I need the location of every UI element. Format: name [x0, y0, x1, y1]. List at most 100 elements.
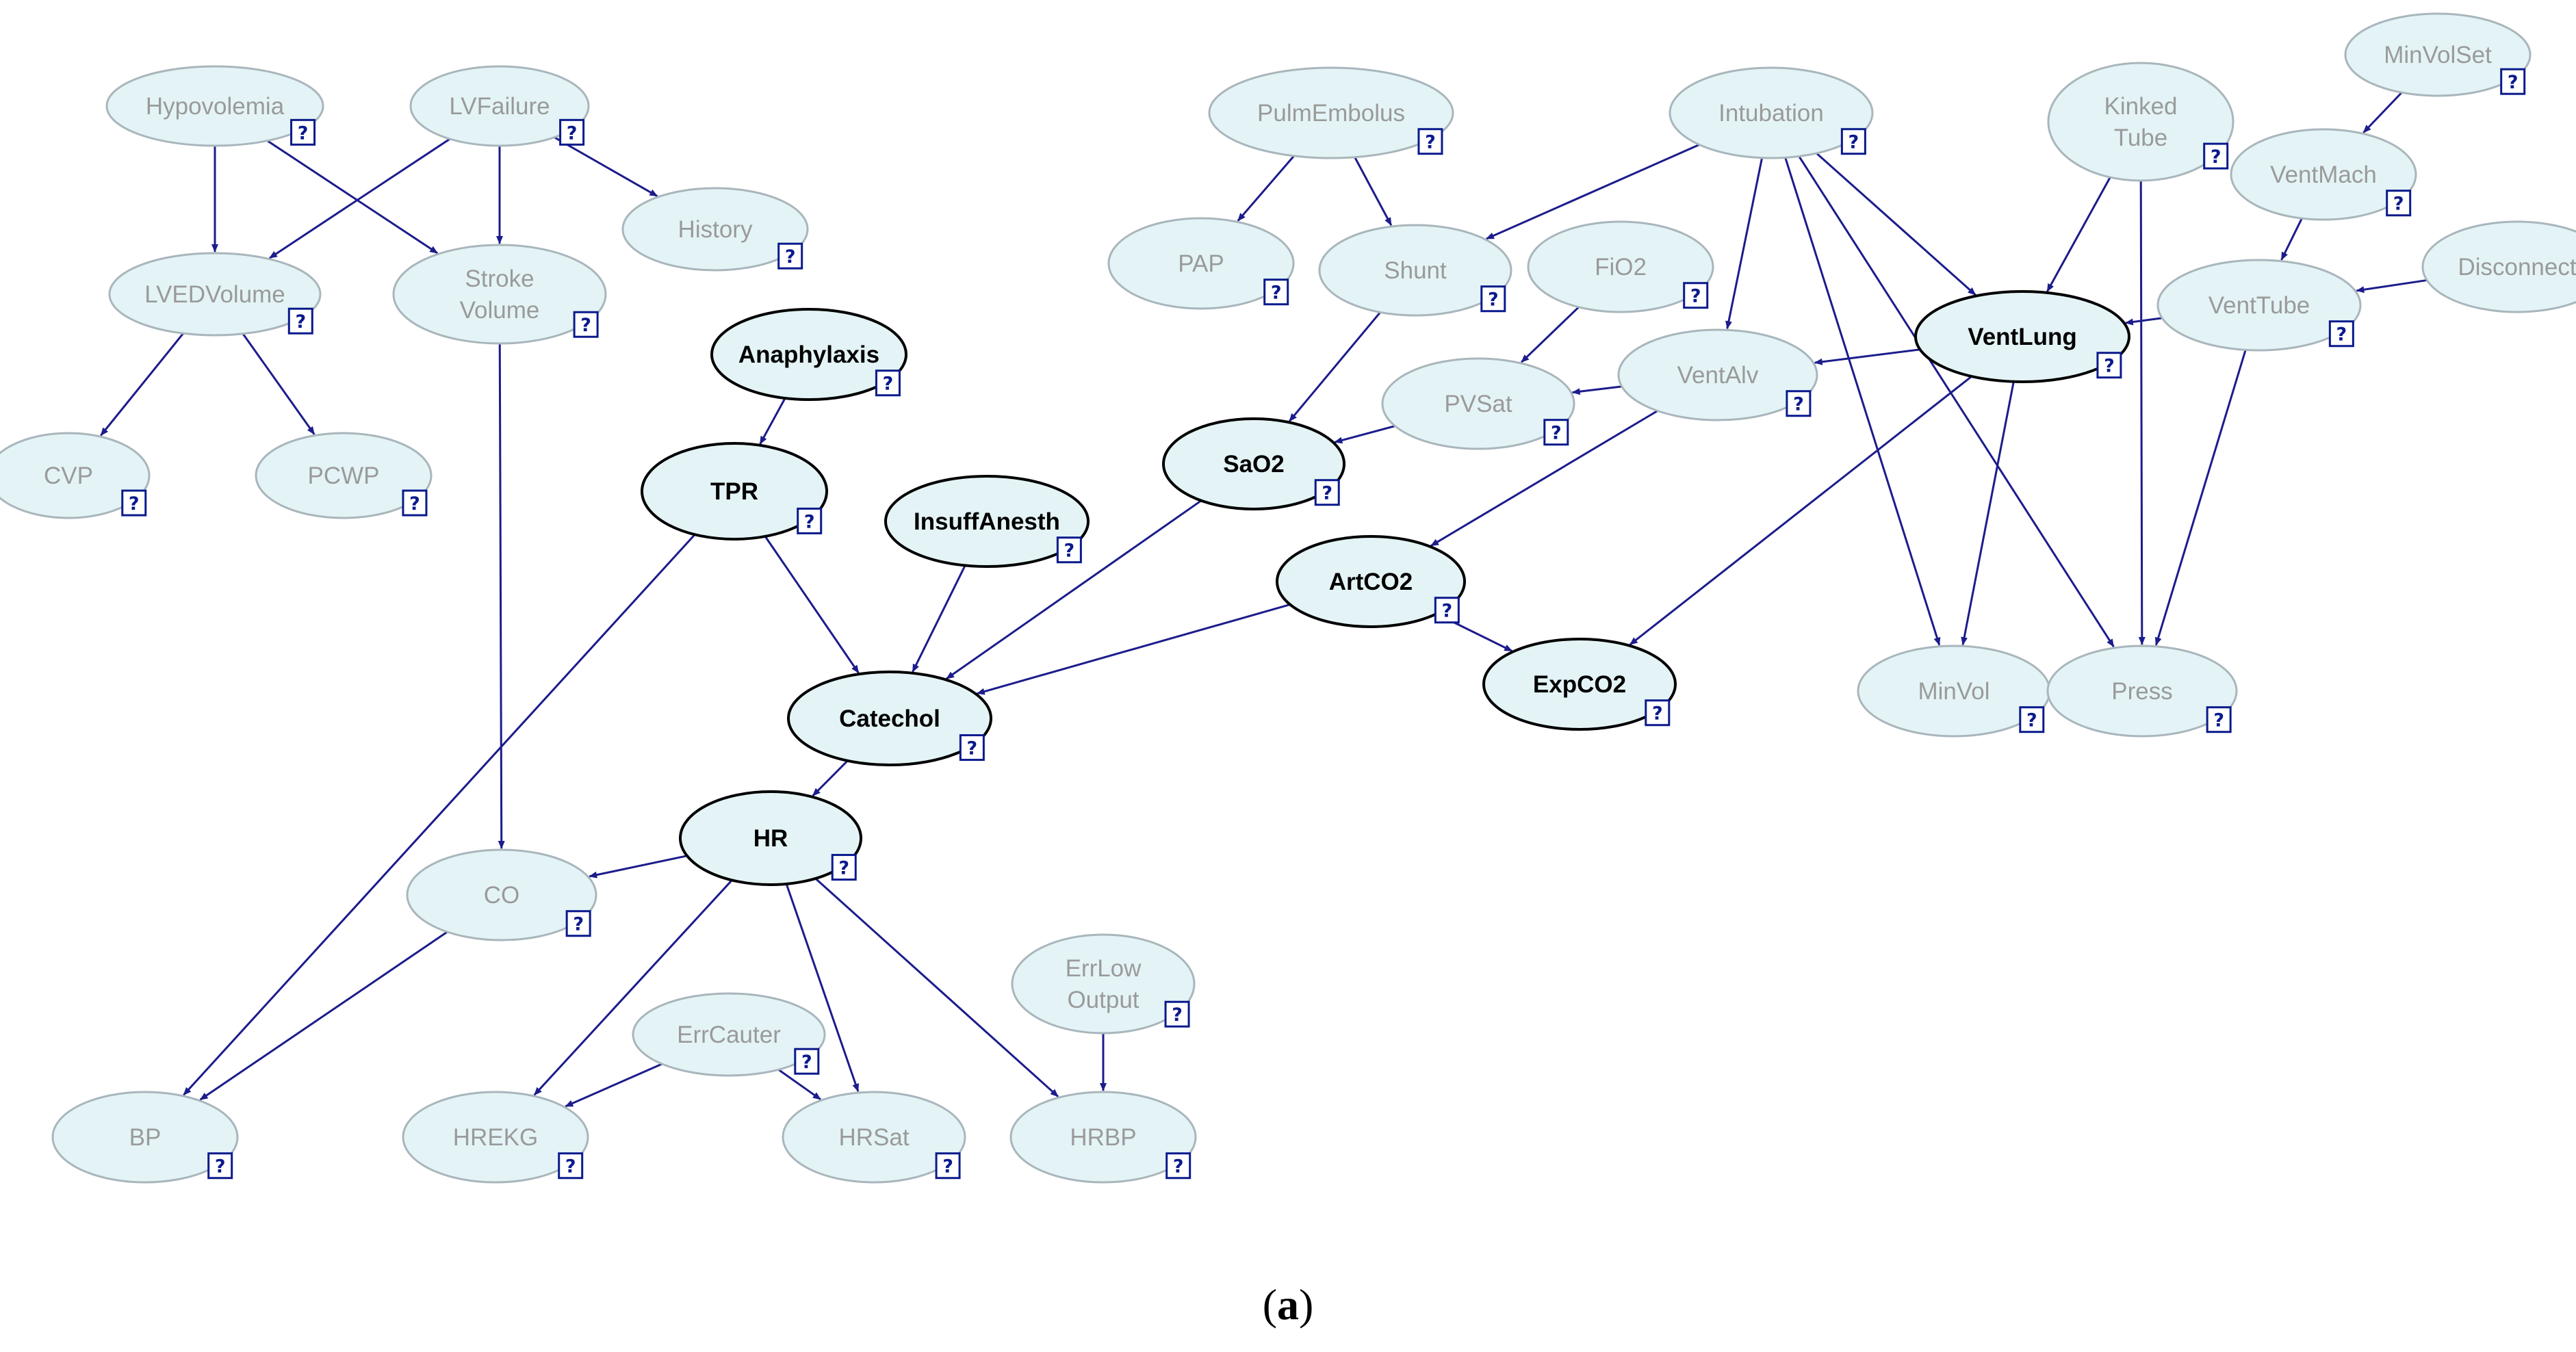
help-icon[interactable]: ? [287, 307, 313, 335]
help-icon-box [402, 489, 428, 517]
node-disconnect[interactable]: Disconnect? [2421, 220, 2576, 313]
help-icon[interactable]: ? [2203, 142, 2229, 170]
help-icon[interactable]: ? [959, 734, 985, 762]
help-icon[interactable]: ? [565, 910, 591, 937]
help-icon[interactable]: ? [2096, 352, 2122, 379]
node-err-cauter[interactable]: ErrCauter? [632, 992, 826, 1077]
help-icon[interactable]: ? [2206, 706, 2232, 733]
edge-intubation-to-min-vol [1784, 157, 1941, 646]
help-icon[interactable]: ? [1480, 285, 1506, 313]
node-sa-o2[interactable]: SaO2? [1162, 417, 1345, 510]
node-vent-lung[interactable]: VentLung? [1914, 290, 2130, 383]
help-icon[interactable]: ? [2019, 706, 2045, 733]
node-co[interactable]: CO? [406, 848, 597, 941]
help-icon[interactable]: ? [1786, 390, 1812, 417]
help-icon-glyph: ? [1425, 132, 1436, 153]
node-cvp[interactable]: CVP? [0, 432, 151, 519]
help-icon-box [1056, 536, 1082, 564]
help-icon[interactable]: ? [935, 1152, 961, 1180]
help-icon[interactable]: ? [1417, 128, 1443, 155]
help-icon-glyph: ? [567, 122, 578, 144]
help-icon[interactable]: ? [2386, 190, 2412, 217]
help-icon-box [1434, 597, 1460, 624]
help-icon[interactable]: ? [121, 489, 147, 517]
node-intubation[interactable]: Intubation? [1669, 66, 1874, 159]
help-icon-glyph: ? [295, 311, 306, 333]
node-bp[interactable]: BP? [51, 1091, 239, 1184]
help-icon[interactable]: ? [1434, 597, 1460, 624]
node-shunt[interactable]: Shunt? [1318, 224, 1512, 317]
node-lv-failure[interactable]: LVFailure? [409, 65, 590, 147]
node-label: PulmEmbolus [1257, 100, 1405, 127]
help-icon-box [558, 1152, 584, 1180]
edge-hr-to-hrbp [814, 877, 1059, 1097]
help-icon-box [797, 507, 823, 534]
edge-sa-o2-to-catechol [946, 499, 1202, 680]
help-icon[interactable]: ? [207, 1152, 233, 1180]
node-pulm-embolus[interactable]: PulmEmbolus? [1208, 66, 1454, 159]
node-min-vol[interactable]: MinVol? [1857, 645, 2051, 738]
help-icon[interactable]: ? [559, 118, 585, 146]
node-insuff-anesth[interactable]: InsuffAnesth? [884, 475, 1090, 568]
node-vent-alv[interactable]: VentAlv? [1617, 328, 1818, 421]
figure-caption: (a) [0, 1279, 2576, 1330]
help-icon-glyph: ? [1652, 703, 1663, 725]
node-shape [2230, 128, 2417, 221]
help-icon-box [1645, 699, 1671, 727]
help-icon[interactable]: ? [1683, 282, 1709, 309]
help-icon[interactable]: ? [2328, 320, 2354, 348]
node-hrbp[interactable]: HRBP? [1009, 1091, 1197, 1184]
node-history[interactable]: History? [621, 187, 809, 272]
help-icon[interactable]: ? [1263, 278, 1289, 306]
node-pap[interactable]: PAP? [1107, 217, 1295, 310]
help-icon[interactable]: ? [1056, 536, 1082, 564]
node-label: Volume [460, 297, 540, 324]
help-icon-glyph: ? [565, 1156, 576, 1178]
node-pv-sat[interactable]: PVSat? [1381, 357, 1575, 450]
help-icon[interactable]: ? [831, 854, 857, 881]
node-shape [402, 1091, 589, 1184]
node-exp-co2[interactable]: ExpCO2? [1482, 638, 1677, 731]
help-icon[interactable]: ? [1840, 128, 1866, 155]
node-anaphylaxis[interactable]: Anaphylaxis? [710, 308, 907, 401]
help-icon[interactable]: ? [794, 1048, 820, 1075]
help-icon[interactable]: ? [875, 369, 901, 397]
node-pcwp[interactable]: PCWP? [255, 432, 433, 519]
node-vent-tube[interactable]: VentTube? [2156, 259, 2362, 352]
node-fi-o2[interactable]: FiO2? [1527, 220, 1714, 313]
edge-vent-mach-to-vent-tube [2280, 218, 2303, 261]
node-hr-sat[interactable]: HRSat? [782, 1091, 966, 1184]
node-tpr[interactable]: TPR? [641, 442, 828, 541]
help-icon[interactable]: ? [2500, 68, 2526, 95]
edge-catechol-to-hr [812, 759, 849, 797]
node-hr[interactable]: HR? [679, 790, 862, 886]
help-icon[interactable]: ? [1645, 699, 1671, 727]
node-shape [108, 252, 322, 337]
node-catechol[interactable]: Catechol? [787, 671, 992, 766]
help-icon[interactable]: ? [573, 311, 599, 338]
help-icon[interactable]: ? [1543, 419, 1569, 446]
node-hrekg[interactable]: HREKG? [402, 1091, 589, 1184]
edge-disconnect-to-vent-tube [2356, 279, 2427, 294]
node-art-co2[interactable]: ArtCO2? [1276, 535, 1466, 628]
edge-lved-volume-to-cvp [100, 333, 184, 437]
help-icon[interactable]: ? [290, 118, 316, 146]
node-vent-mach[interactable]: VentMach? [2230, 128, 2417, 221]
node-min-vol-set[interactable]: MinVolSet? [2344, 12, 2532, 97]
help-icon[interactable]: ? [1164, 1000, 1190, 1028]
node-press[interactable]: Press? [2046, 645, 2238, 738]
help-icon[interactable]: ? [558, 1152, 584, 1180]
node-hypovolemia[interactable]: Hypovolemia? [105, 65, 324, 147]
help-icon[interactable]: ? [402, 489, 428, 517]
help-icon[interactable]: ? [1314, 479, 1340, 506]
help-icon-box [2203, 142, 2229, 170]
node-lved-volume[interactable]: LVEDVolume? [108, 252, 322, 337]
node-label: History [678, 216, 753, 243]
help-icon[interactable]: ? [777, 242, 803, 270]
node-label: PAP [1178, 250, 1224, 277]
help-icon[interactable]: ? [797, 507, 823, 534]
help-icon[interactable]: ? [1165, 1152, 1192, 1180]
